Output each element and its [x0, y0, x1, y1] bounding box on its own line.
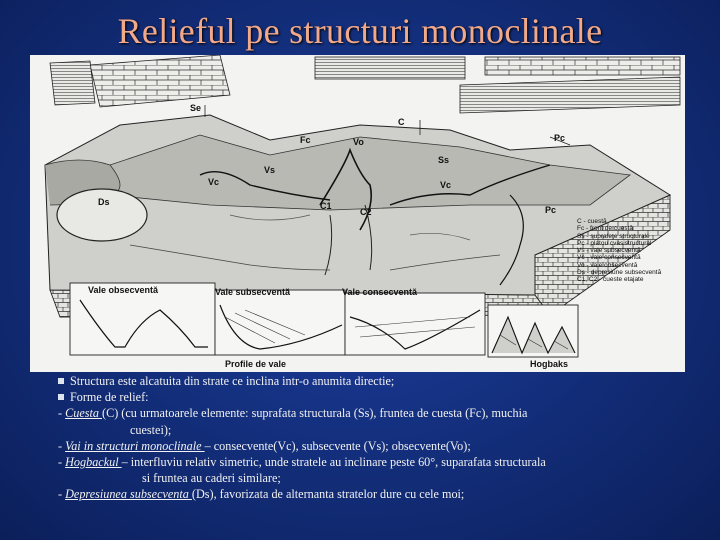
- dash: -: [58, 487, 66, 502]
- slide-body-text: Structura este alcatuita din strate ce i…: [55, 373, 695, 503]
- label-se: Se: [190, 103, 202, 113]
- item-text: (Ds), favorizata de alternanta stratelor…: [191, 487, 465, 502]
- label-pc-top: Pc: [554, 133, 566, 143]
- item-text: si fruntea au caderi similare;: [142, 471, 281, 486]
- label-ss: Ss: [438, 155, 450, 165]
- term-cuesta: Cuesta: [65, 406, 103, 421]
- legend-item: Vc - vale consecventă: [577, 254, 641, 262]
- strata-sample-lines-left: [49, 60, 96, 106]
- label-vs: Vs: [264, 165, 276, 175]
- item-text: (C) (cu urmatoarele elemente: suprafata …: [102, 406, 528, 421]
- item-text: – interfluviu relativ simetric, unde str…: [121, 455, 546, 470]
- bullet-text: Forme de relief:: [70, 390, 149, 405]
- strata-sample-mid: [314, 56, 466, 80]
- label-pc-right: Pc: [545, 205, 557, 215]
- valley-profiles: [69, 282, 579, 358]
- legend-item: C1, C2 - cueste etajate: [577, 276, 644, 284]
- label-vale-obsecventa: Vale obsecventă: [88, 285, 159, 295]
- label-vale-subsecventa: Vale subsecventă: [215, 287, 291, 297]
- square-bullet-icon: [58, 394, 64, 401]
- label-c: C: [398, 117, 405, 127]
- item-text: cuestei);: [130, 422, 172, 437]
- figure-legend: C - cuestă Fc - front de cuestă Ss - sup…: [577, 218, 683, 284]
- sub-item-hogback: - Hogbackul – interfluviu relativ simetr…: [58, 454, 695, 470]
- bullet-item: Forme de relief:: [0, 389, 695, 405]
- legend-item: Fc - front de cuestă: [577, 225, 633, 233]
- dash: -: [58, 438, 66, 453]
- term-hogback: Hogbackul: [65, 455, 122, 470]
- label-vale-consecventa: Vale consecventă: [342, 287, 418, 297]
- slide-title: Relieful pe structuri monoclinale: [117, 11, 603, 51]
- term-depresiune: Depresiunea subsecventa: [65, 487, 192, 502]
- strata-sample-brick-left: [89, 55, 231, 108]
- bullet-text: Structura este alcatuita din strate ce i…: [70, 374, 395, 388]
- label-c1: C1: [320, 201, 332, 211]
- label-vc-right: Vc: [440, 180, 452, 190]
- label-hogbaks: Hogbaks: [530, 359, 569, 369]
- label-profile-de-vale: Profile de vale: [225, 359, 287, 369]
- label-vo: Vo: [353, 137, 364, 147]
- legend-item: Pc - platou cvasistructural: [577, 239, 652, 247]
- label-ds: Ds: [98, 197, 110, 207]
- item-text: – consecvente(Vc), subsecvente (Vs); obs…: [204, 438, 471, 453]
- square-bullet-icon: [58, 378, 64, 384]
- block-diagram-drawing: [44, 55, 681, 358]
- sub-item-depresiune: - Depresiunea subsecventa (Ds), favoriza…: [58, 486, 695, 502]
- block-diagram: [44, 105, 672, 318]
- term-vai: Vai in structuri monoclinale: [65, 438, 205, 453]
- legend-item: Vo - vale obsecventă: [577, 261, 638, 269]
- legend-item: C - cuestă: [577, 218, 607, 225]
- dash: -: [58, 455, 66, 470]
- legend-item: Vs - vale subsecventă: [577, 247, 641, 255]
- label-fc: Fc: [300, 135, 311, 145]
- sub-item-vai: - Vai in structuri monoclinale – consecv…: [58, 438, 695, 454]
- label-vc-left: Vc: [208, 177, 220, 187]
- sub-item-continuation: si fruntea au caderi similare;: [142, 470, 695, 486]
- monocline-relief-figure: Se C Fc Pc Vo Ss Vs Vc Vc Ds C1 C2 Pc Va…: [30, 55, 685, 372]
- label-c2: C2: [360, 207, 372, 217]
- sub-item-cuesta: - Cuesta (C) (cu urmatoarele elemente: s…: [58, 405, 695, 421]
- bullet-item: Structura este alcatuita din strate ce i…: [0, 373, 695, 389]
- sub-item-continuation: cuestei);: [130, 422, 695, 438]
- dash: -: [58, 406, 66, 421]
- legend-item: Ds - depresiune subsecventă: [577, 269, 662, 277]
- legend-item: Ss - suprafeţe structurale: [577, 232, 650, 240]
- strata-sample-right: [459, 56, 681, 114]
